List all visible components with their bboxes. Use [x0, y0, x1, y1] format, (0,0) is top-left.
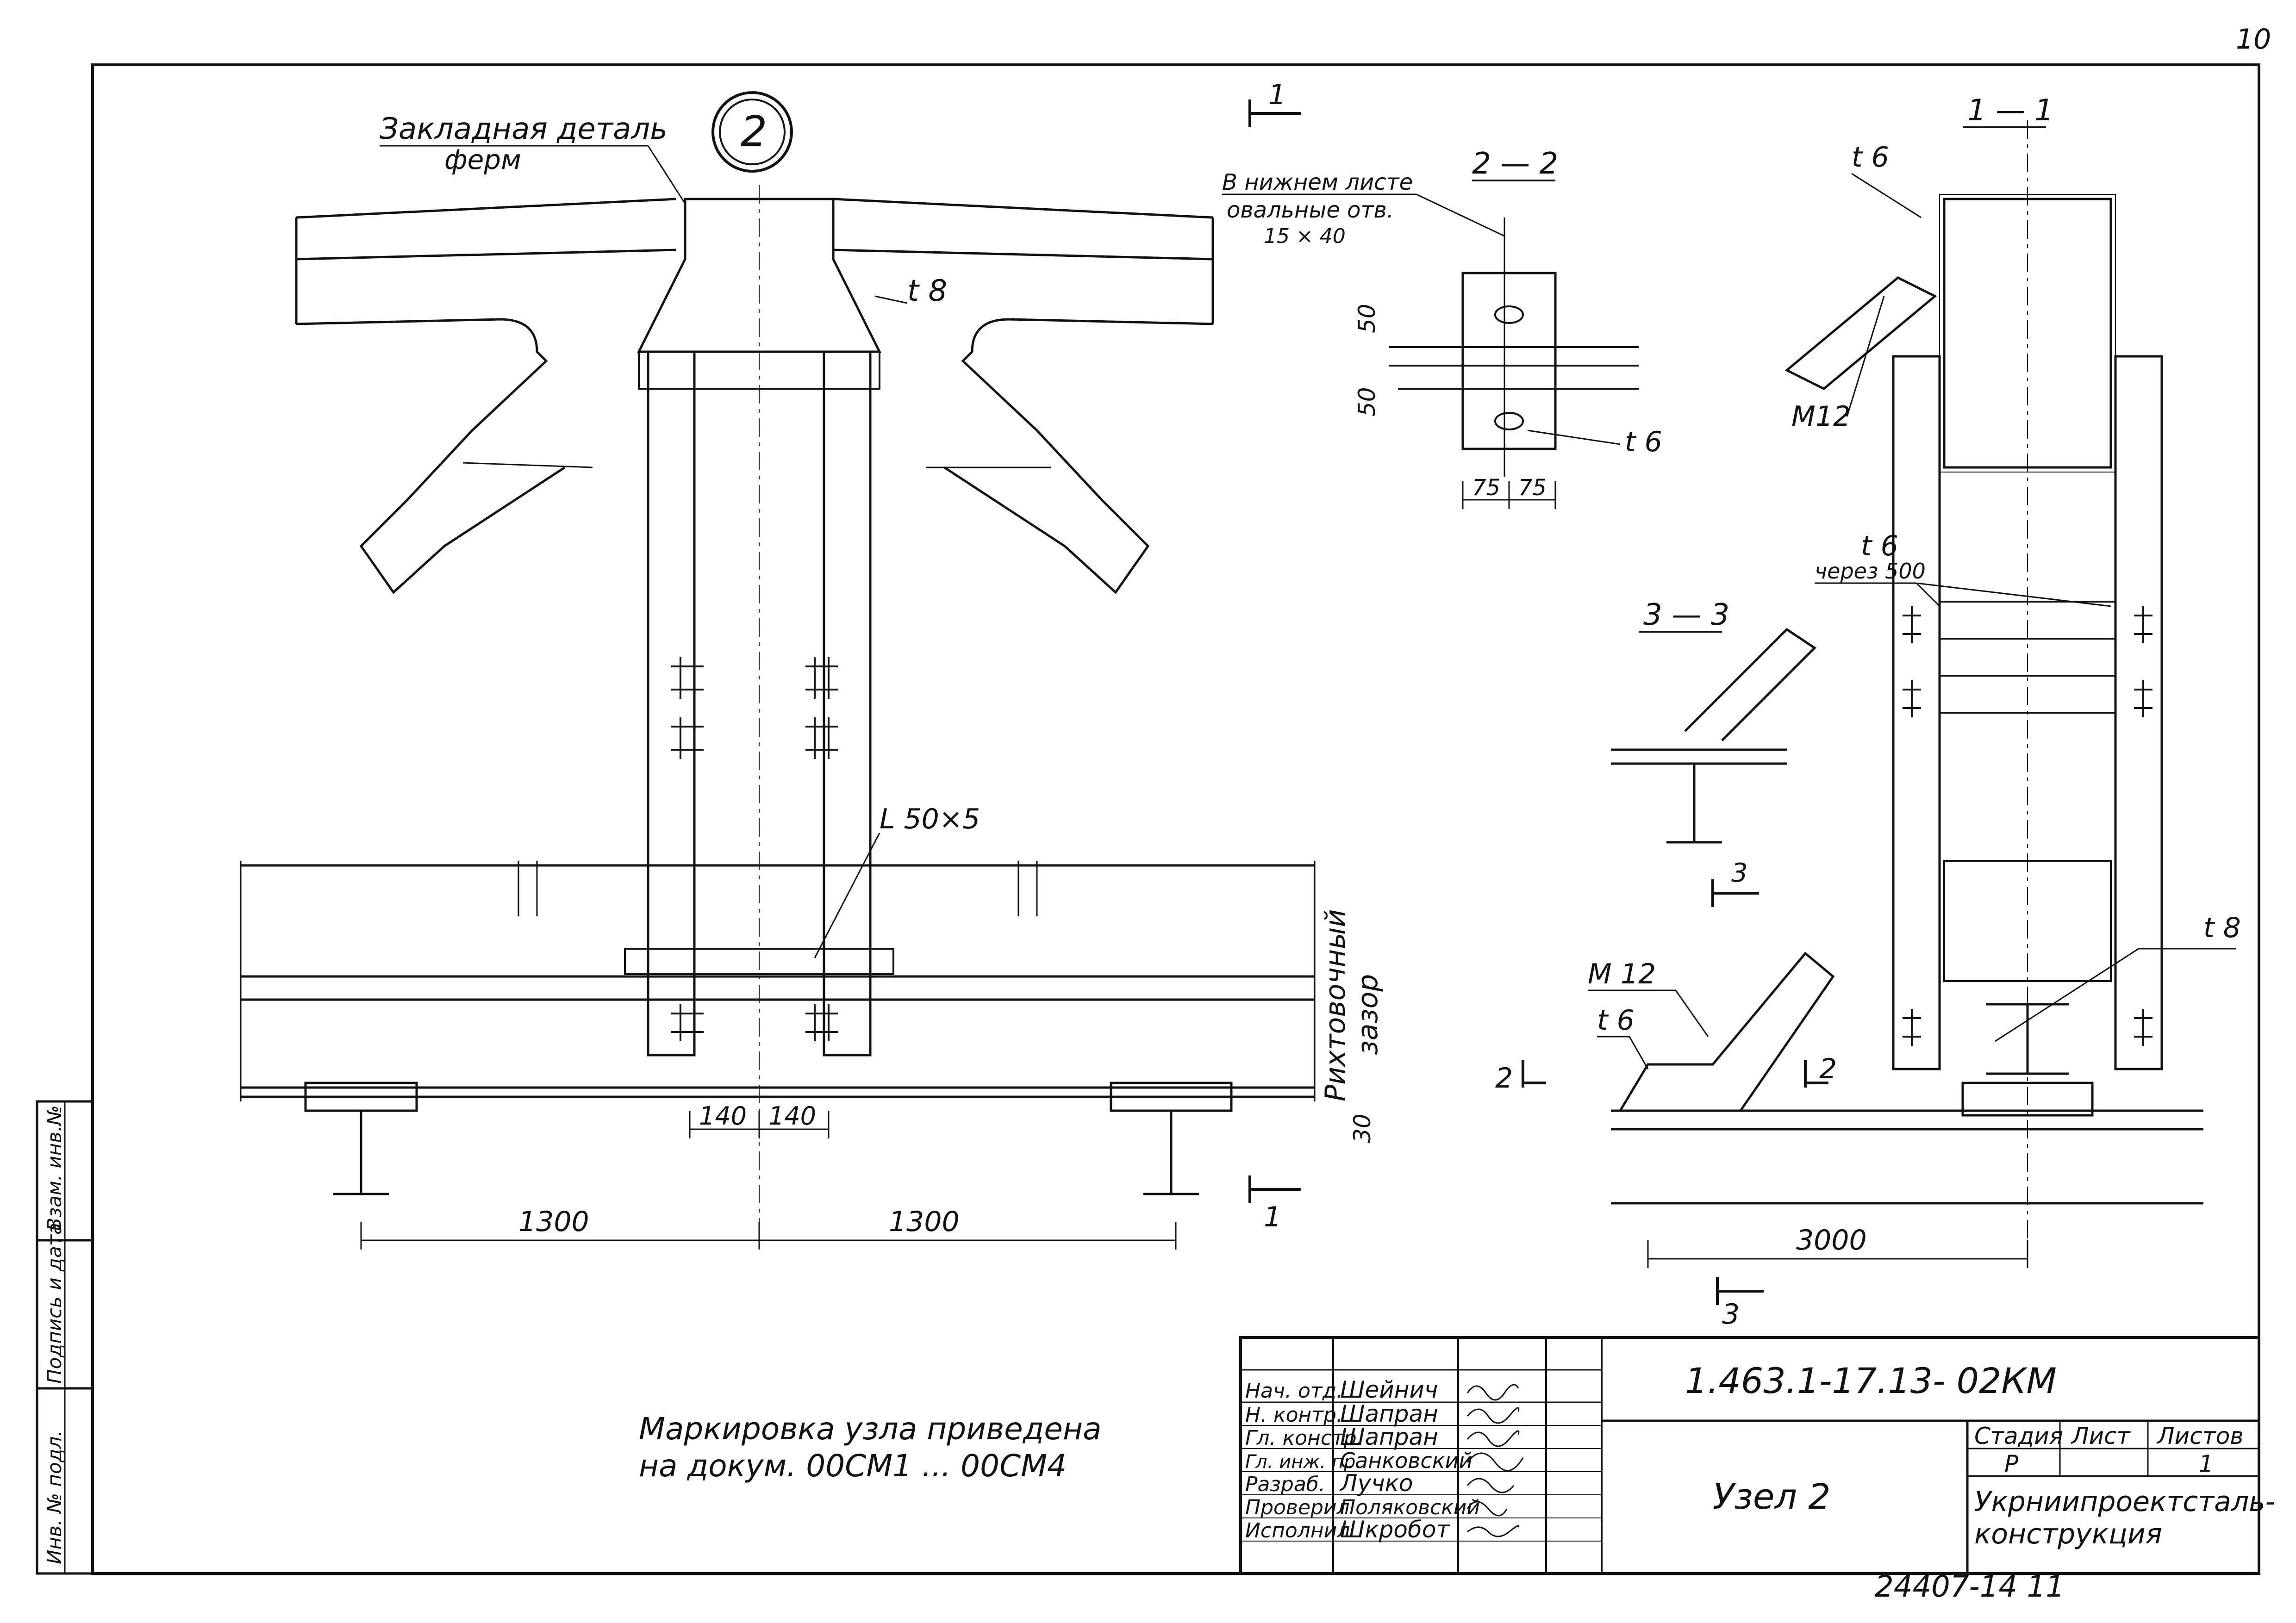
- role-name-0: Шейнич: [1340, 1376, 1438, 1403]
- section-1-1-plate-t6-mid: t 6: [1861, 530, 1898, 562]
- cut-1-bottom: 1: [1264, 1201, 1281, 1233]
- section-2-2: 2 — 2 В нижнем листе овальные отв. 15 × …: [1222, 147, 1662, 509]
- stage-value: Р: [2004, 1450, 2019, 1477]
- role-name-4: Лучко: [1339, 1470, 1413, 1497]
- section-2-2-note-1: В нижнем листе: [1222, 169, 1413, 195]
- section-1-1-bolt-m12: M12: [1791, 400, 1851, 433]
- role-name-1: Шапран: [1340, 1400, 1438, 1427]
- role-name-3: Санковский: [1340, 1448, 1472, 1473]
- angle-label: L 50×5: [880, 803, 980, 835]
- sheets-header: Листов: [2156, 1423, 2244, 1449]
- cut-1-top: 1: [1268, 79, 1286, 111]
- dim-140-left: 140: [699, 1101, 747, 1131]
- section-1-1-plate-t8: t 8: [2203, 912, 2241, 944]
- section-2-2-note-2: овальные отв.: [1227, 197, 1394, 223]
- sheets-value: 1: [2199, 1450, 2214, 1477]
- role-4: Разраб.: [1245, 1473, 1325, 1496]
- side-stamp-col-3: Взам. инв.№: [43, 1105, 66, 1231]
- bottom-code: 24407-14 11: [1875, 1570, 2065, 1604]
- sheet-corner-number: 10: [2236, 23, 2271, 56]
- role-6: Исполнил: [1245, 1519, 1350, 1542]
- title-block: 1.463.1-17.13- 02КМ Узел 2 Стадия Лист Л…: [1239, 1336, 2275, 1575]
- role-name-6: Шкробот: [1340, 1516, 1450, 1543]
- section-2-2-dim-75-left: 75: [1472, 475, 1500, 501]
- main-view: 2 Закладная деталь ферм t 8: [240, 79, 1384, 1250]
- dim-1300-right: 1300: [889, 1206, 960, 1238]
- role-1: Н. контр.: [1245, 1403, 1343, 1427]
- embedded-part-label: Закладная деталь: [380, 112, 668, 146]
- section-3-3-cut-2-left: 2: [1495, 1062, 1513, 1094]
- embedded-part-label-2: ферм: [444, 144, 521, 175]
- gap-label-2: зазор: [1352, 974, 1384, 1055]
- section-1-1-title: 1 — 1: [1967, 93, 2053, 128]
- role-name-2: Шапран: [1340, 1424, 1438, 1450]
- section-3-3: 3 — 3 3 M 12 t 6 2 2 3000 3: [1495, 598, 2203, 1331]
- section-3-3-plate-t6: t 6: [1597, 1004, 1635, 1037]
- role-name-5: Поляковский: [1340, 1496, 1480, 1519]
- node-marker-circle: [711, 91, 793, 173]
- section-3-3-cut-2-right: 2: [1819, 1053, 1837, 1085]
- role-5: Проверил: [1245, 1496, 1350, 1519]
- drawing-frame: [91, 63, 2260, 1575]
- marking-note: Маркировка узла приведена на докум. 00СМ…: [639, 1411, 1102, 1484]
- note-line-1: Маркировка узла приведена: [639, 1411, 1102, 1447]
- section-3-3-cut-3-bottom: 3: [1722, 1298, 1740, 1331]
- role-2: Гл. констр.: [1245, 1426, 1363, 1450]
- section-3-3-title: 3 — 3: [1643, 598, 1729, 632]
- role-3: Гл. инж. пр.: [1245, 1451, 1361, 1473]
- section-2-2-plate-t6: t 6: [1625, 426, 1662, 458]
- role-0: Нач. отд.: [1245, 1379, 1343, 1403]
- section-2-2-title: 2 — 2: [1472, 147, 1558, 181]
- main-plate-t8: t 8: [907, 274, 947, 308]
- section-2-2-dim-50-bottom: 50: [1354, 387, 1380, 417]
- doc-code: 1.463.1-17.13- 02КМ: [1685, 1360, 2057, 1401]
- side-stamp: Взам. инв.№ Подпись и дата Инв. № подл.: [36, 1100, 94, 1575]
- gap-label-1: Рихтовочный: [1319, 909, 1352, 1101]
- section-3-3-cut-mark: 3: [1731, 858, 1748, 888]
- dim-1300-left: 1300: [518, 1206, 589, 1238]
- section-3-3-bolt-m12: M 12: [1588, 958, 1656, 990]
- stage-header: Стадия: [1974, 1423, 2063, 1449]
- dim-30: 30: [1349, 1113, 1376, 1143]
- side-stamp-col-2: Подпись и дата: [43, 1223, 66, 1384]
- dim-140-right: 140: [768, 1101, 816, 1131]
- section-1-1-through-500: через 500: [1815, 559, 1926, 584]
- signatures: [1466, 1384, 1524, 1537]
- organization-line-1: Укрниипроектсталь-: [1974, 1486, 2275, 1518]
- section-2-2-note-3: 15 × 40: [1264, 224, 1346, 248]
- sheet-header: Лист: [2071, 1423, 2131, 1449]
- section-2-2-dim-75-right: 75: [1518, 475, 1547, 501]
- section-3-3-dim-3000: 3000: [1796, 1224, 1867, 1256]
- section-2-2-dim-50-top: 50: [1354, 304, 1380, 333]
- section-1-1-plate-t6-top: t 6: [1852, 141, 1889, 174]
- roles-table: Нач. отд. Шейнич Н. контр. Шапран Гл. ко…: [1245, 1376, 1480, 1543]
- organization-line-2: конструкция: [1974, 1518, 2162, 1550]
- sheet-title: Узел 2: [1713, 1476, 1831, 1517]
- section-1-1: 1 — 1 t 6 M12 t 6 через 500 t 8: [1784, 93, 2241, 1259]
- node-marker-number: 2: [741, 107, 767, 156]
- side-stamp-col-1: Инв. № подл.: [43, 1430, 66, 1564]
- note-line-2: на докум. 00СМ1 ... 00СМ4: [639, 1448, 1067, 1484]
